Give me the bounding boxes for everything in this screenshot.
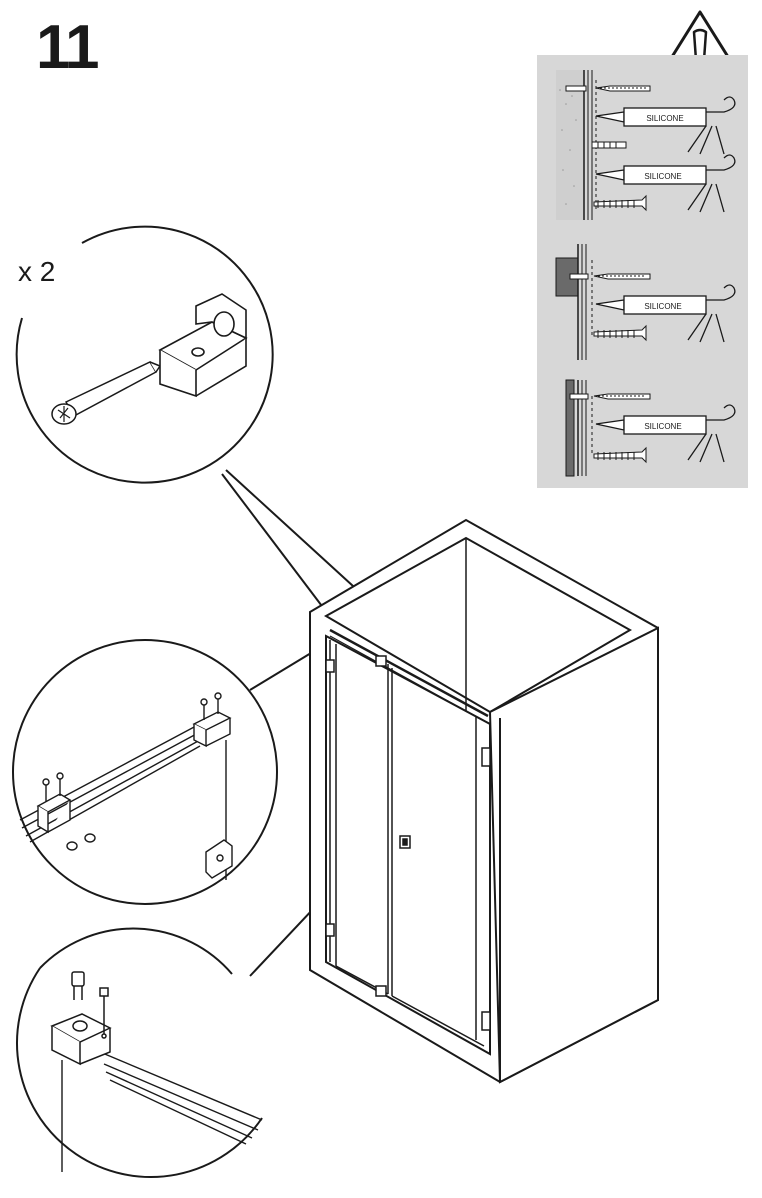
quantity-label: x 2: [18, 256, 56, 287]
silicone-label: SILICONE: [646, 114, 683, 123]
silicone-label: SILICONE: [644, 172, 681, 181]
screw-icon: [593, 446, 647, 464]
silicone-gun-icon: SILICONE: [595, 404, 736, 463]
wall-section-tiled: [556, 70, 597, 220]
detail-circle-rail-end: [16, 927, 263, 1178]
detail-circle-rail: [12, 639, 278, 905]
silicone-gun-icon: SILICONE: [595, 154, 736, 213]
silicone-label: SILICONE: [644, 422, 681, 431]
drill-bit-icon: [569, 273, 651, 280]
detail-circle-screw: [15, 225, 274, 484]
screw-icon: [593, 194, 647, 212]
silicone-label: SILICONE: [644, 302, 681, 311]
shower-enclosure: [309, 518, 659, 1084]
wall-plug-icon: [591, 141, 627, 149]
drill-bit-icon: [569, 393, 651, 400]
step-number: 11: [36, 13, 100, 82]
drill-bit-icon: [565, 85, 651, 92]
silicone-gun-icon: SILICONE: [595, 96, 736, 155]
silicone-gun-icon: SILICONE: [595, 284, 736, 343]
glass-door-panels: [325, 628, 491, 1047]
screw-icon: [593, 324, 647, 342]
wall-section-block: [555, 244, 593, 360]
